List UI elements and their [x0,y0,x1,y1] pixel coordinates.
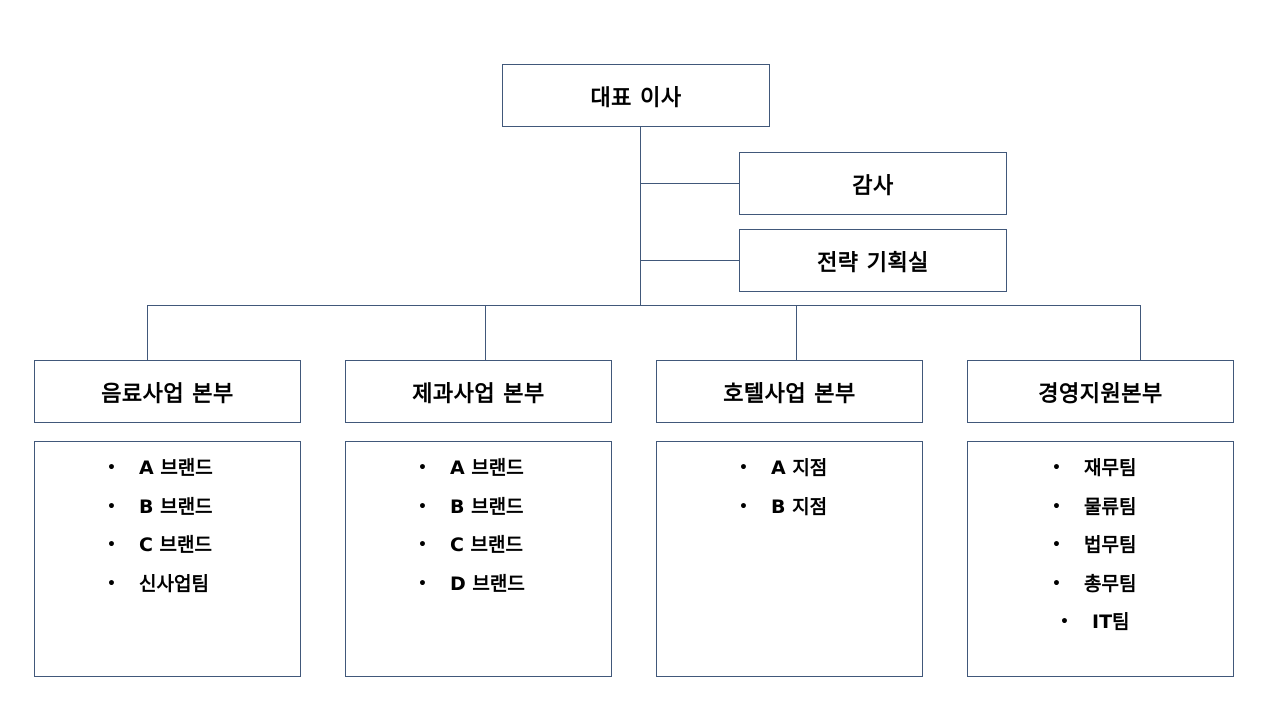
list-item-label: A 지점 [771,457,828,479]
bullet-icon: • [739,498,748,515]
bullet-icon: • [1052,498,1061,515]
list-item: • A 브랜드 [107,454,213,493]
list-item: • A 브랜드 [418,454,524,493]
connector-ceo-trunk [640,126,641,305]
list-item-label: C 브랜드 [139,534,212,556]
list-item-label: A 브랜드 [450,457,524,479]
bullet-icon: • [418,575,427,592]
list-item-label: B 브랜드 [139,495,213,518]
list-item: • C 브랜드 [418,531,523,570]
division-support-list: • 재무팀 • 물류팀 • 법무팀 • 총무팀 • IT팀 [967,441,1234,677]
ceo-label: 대표 이사 [590,85,682,111]
list-item-label: B 지점 [771,495,828,518]
list-item: • 물류팀 [1052,493,1136,532]
division-title: 음료사업 본부 [101,381,234,407]
bullet-icon: • [418,498,427,515]
strategy-label: 전략 기획실 [817,250,929,276]
bullet-icon: • [107,498,116,515]
list-item: • B 지점 [739,493,827,532]
list-item-label: 재무팀 [1084,457,1137,479]
bullet-icon: • [107,575,116,592]
connector-audit [640,183,739,184]
bullet-icon: • [418,537,427,553]
list-item-label: IT팀 [1092,611,1130,633]
division-hotel-list: • A 지점 • B 지점 [656,441,923,677]
list-item: • 재무팀 [1052,454,1136,493]
bullet-icon: • [1052,460,1061,476]
audit-box: 감사 [739,152,1007,215]
list-item-label: 총무팀 [1084,572,1137,595]
bullet-icon: • [1052,575,1061,592]
connector-strategy [640,260,739,261]
strategy-box: 전략 기획실 [739,229,1007,292]
list-item: • IT팀 [1060,608,1130,647]
list-item: • D 브랜드 [418,570,525,609]
connector-division-3 [796,305,797,360]
list-item-label: D 브랜드 [450,572,525,595]
division-title: 경영지원본부 [1038,381,1163,407]
division-title: 호텔사업 본부 [723,381,856,407]
bullet-icon: • [107,537,116,553]
list-item-label: B 브랜드 [450,495,524,518]
connector-division-2 [485,305,486,360]
division-title: 제과사업 본부 [412,381,545,407]
division-beverage-title-box: 음료사업 본부 [34,360,301,423]
bullet-icon: • [1060,614,1069,630]
ceo-box: 대표 이사 [502,64,770,127]
list-item-label: C 브랜드 [450,534,523,556]
connector-division-1 [147,305,148,360]
connector-divisions-bar [147,305,1141,306]
list-item-label: 물류팀 [1084,495,1137,518]
list-item: • 신사업팀 [107,570,209,609]
division-support-title-box: 경영지원본부 [967,360,1234,423]
list-item-label: 법무팀 [1084,534,1137,556]
division-confectionery-title-box: 제과사업 본부 [345,360,612,423]
list-item: • 법무팀 [1052,531,1136,570]
division-beverage-list: • A 브랜드 • B 브랜드 • C 브랜드 • 신사업팀 [34,441,301,677]
list-item: • 총무팀 [1052,570,1136,609]
division-hotel-title-box: 호텔사업 본부 [656,360,923,423]
bullet-icon: • [1052,537,1061,553]
bullet-icon: • [739,460,748,476]
list-item: • B 브랜드 [418,493,524,532]
list-item: • A 지점 [739,454,827,493]
division-confectionery-list: • A 브랜드 • B 브랜드 • C 브랜드 • D 브랜드 [345,441,612,677]
connector-division-4 [1140,305,1141,360]
list-item-label: A 브랜드 [139,457,213,479]
list-item: • C 브랜드 [107,531,212,570]
list-item-label: 신사업팀 [139,572,209,595]
list-item: • B 브랜드 [107,493,213,532]
bullet-icon: • [418,460,427,476]
audit-label: 감사 [852,173,894,199]
bullet-icon: • [107,460,116,476]
